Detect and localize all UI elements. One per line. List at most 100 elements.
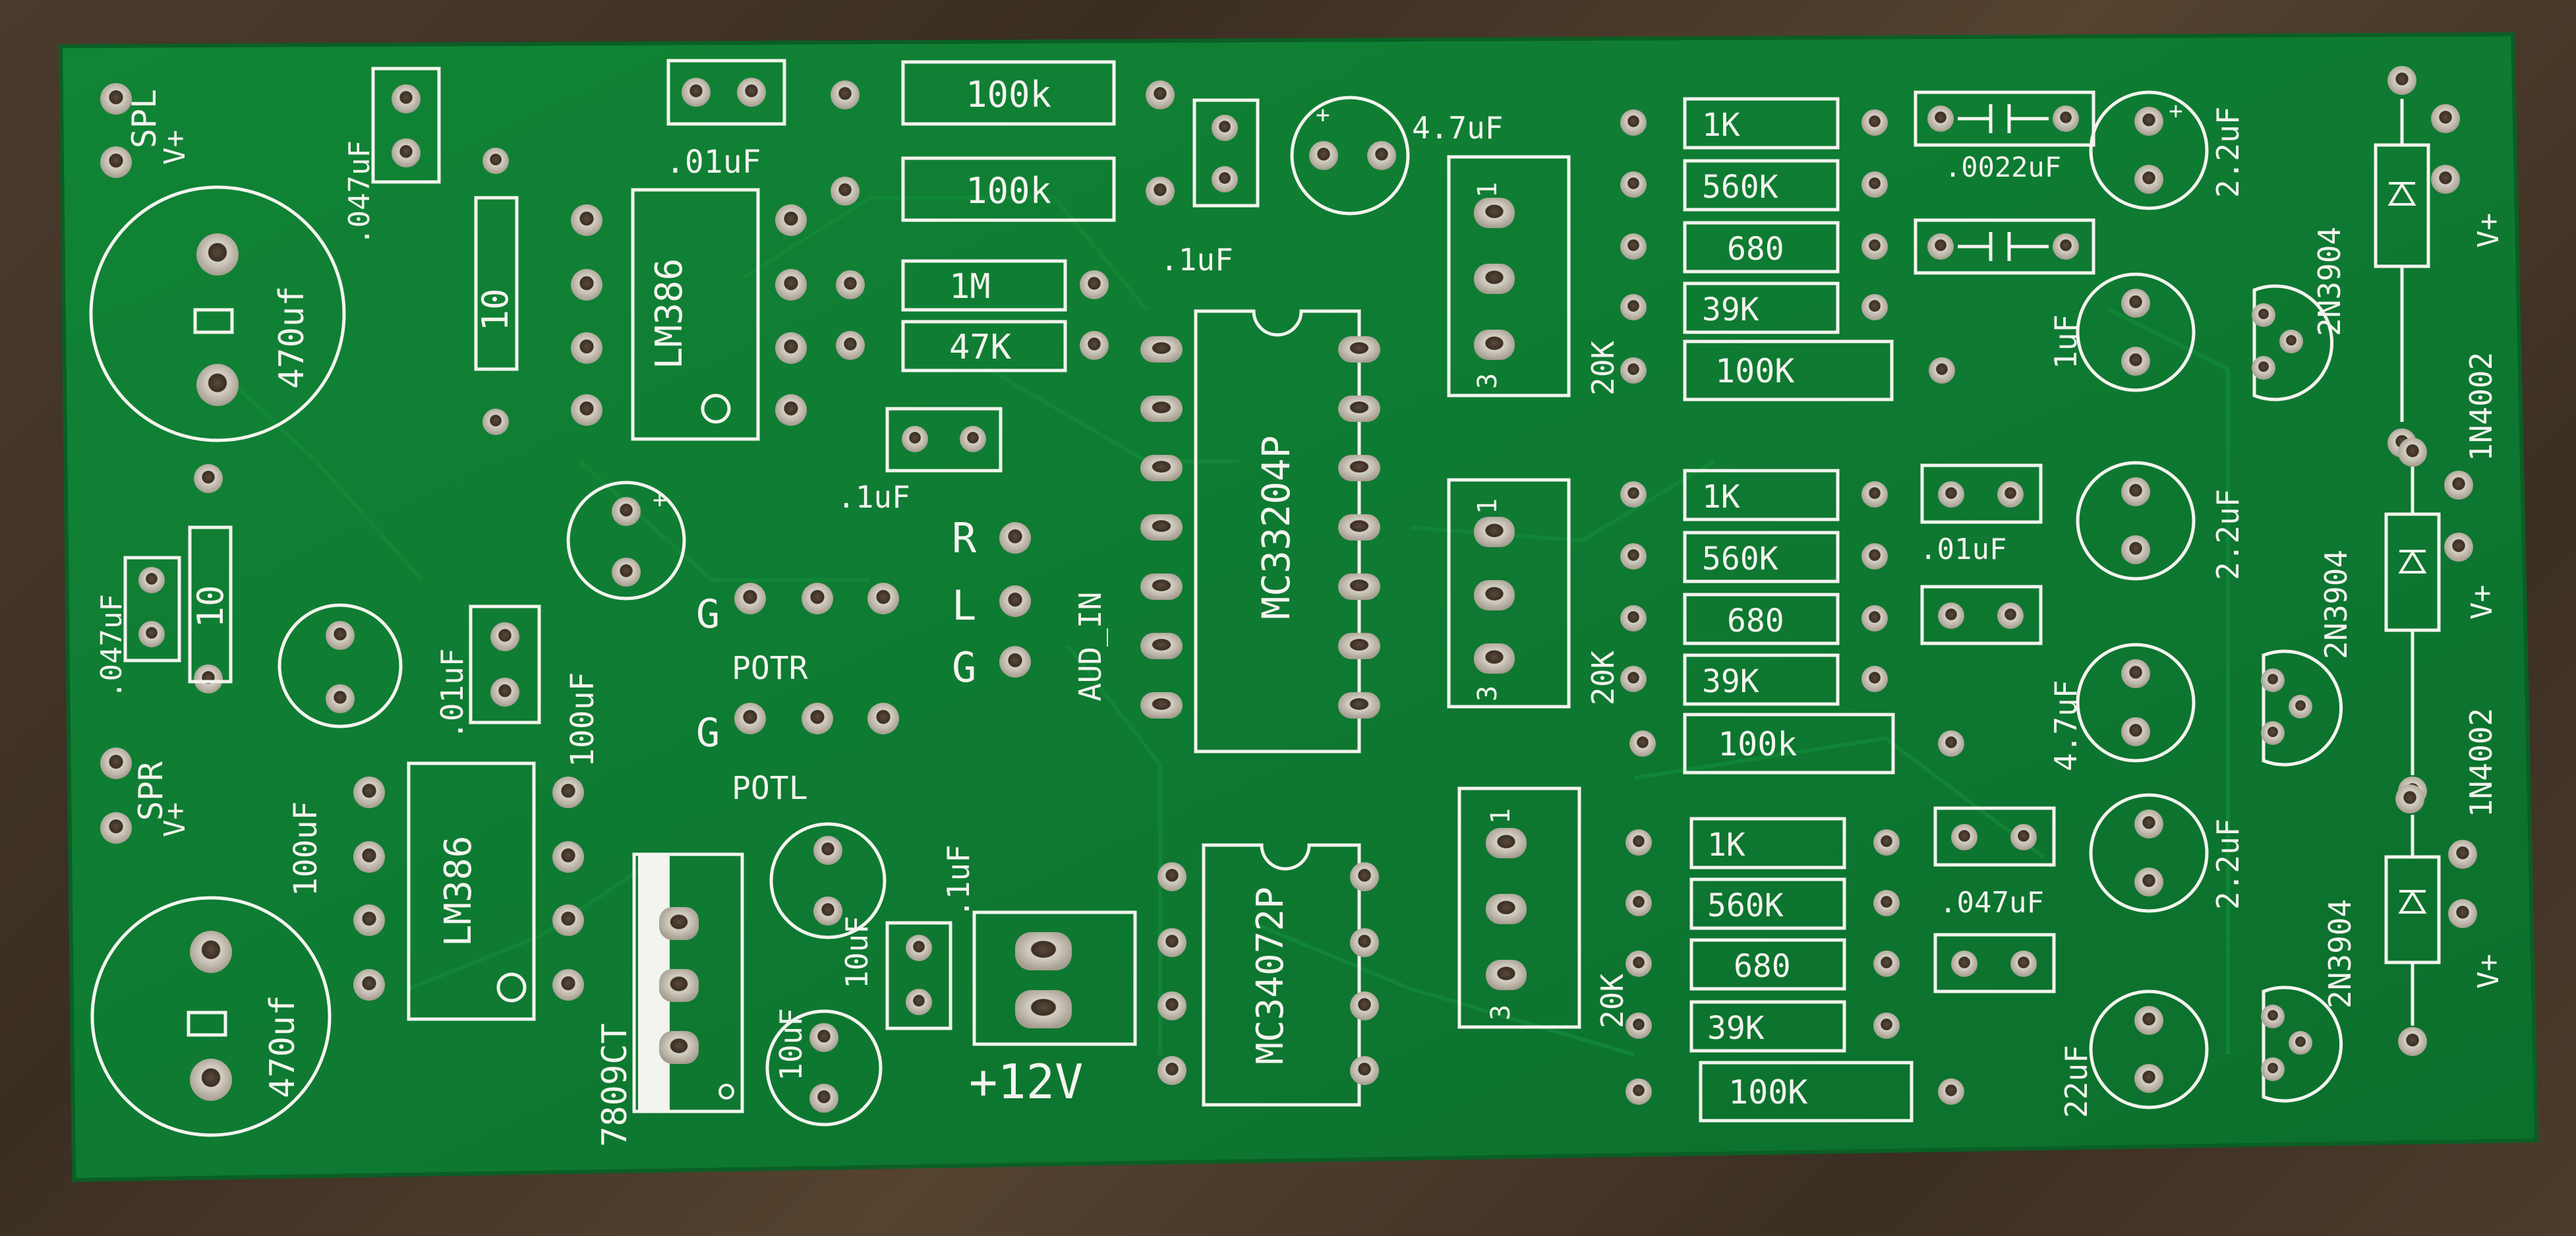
resistor-10-top-label: 10	[475, 288, 516, 331]
audio-in-connector: R L G AUD_IN	[952, 514, 1108, 701]
trimpot-2-pin1: 1	[1473, 498, 1503, 514]
cap-47-right-label: 4.7uF	[2048, 680, 2084, 771]
resistor-47k-label: 47K	[949, 328, 1012, 367]
diode-3	[2384, 784, 2441, 1056]
vplus-connector-1: V+	[2431, 104, 2505, 248]
resistor-1m-label: 1M	[949, 267, 991, 307]
resistor-10-top: 10	[474, 148, 519, 435]
resistor-10-left: 10	[188, 464, 233, 693]
cap-01-top: .01uF	[666, 59, 786, 181]
mc33204p-left-pins	[1140, 336, 1183, 719]
cap-01-top-label: .01uF	[666, 144, 761, 181]
cap-22uf-label: 22uF	[2059, 1045, 2094, 1118]
bank3-560k-label: 560K	[1707, 887, 1784, 924]
bank2-39k-label: 39K	[1702, 663, 1759, 700]
transistor-1: 2N3904	[2252, 227, 2347, 401]
copper-traces	[216, 196, 2230, 1057]
lm386-bottom-label: LM386	[437, 836, 480, 947]
mc33204p-label: MC33204P	[1254, 435, 1299, 619]
cap-47-top: + 4.7uF	[1290, 96, 1503, 216]
mc34072p-label: MC34072P	[1249, 887, 1292, 1065]
spr-vplus-label: V+	[158, 802, 192, 837]
bank2-1k-label: 1K	[1702, 479, 1740, 515]
trimpot-1-label: 20K	[1585, 341, 1621, 396]
cap-100-left-label: 100uF	[287, 802, 324, 897]
transistor-3: 2N3904	[2261, 899, 2358, 1103]
potr-g-label: G	[696, 591, 720, 637]
trimpot-2-label: 20K	[1585, 651, 1621, 705]
cap-0022-label: .0022uF	[1945, 151, 2061, 183]
trimpot-3-pin3: 3	[1486, 1005, 1516, 1020]
diode-1-label: 1N4002	[2463, 352, 2499, 461]
resistor-100k-1: 100k	[831, 60, 1175, 126]
cap-47-top-label: 4.7uF	[1412, 110, 1503, 146]
cap-film-mid	[1920, 585, 2043, 645]
trimpot-3-pin1: 1	[1486, 808, 1516, 824]
bank1-100k-label: 100K	[1715, 352, 1794, 390]
bank3-100k-label: 100K	[1728, 1073, 1807, 1111]
cap-22uf: 22uF	[2059, 989, 2209, 1118]
resistor-1m: 1M	[836, 259, 1109, 312]
vplus-2-label: V+	[2465, 585, 2499, 620]
power-terminal: +12V	[969, 910, 1137, 1109]
lm386-top: LM386	[571, 188, 807, 441]
potl-connector: G POTL	[696, 703, 899, 807]
svg-text:+: +	[1316, 102, 1330, 129]
spl-connector: SPL V+	[100, 83, 192, 178]
cap-film-low	[1933, 933, 2056, 993]
bank2-100k-label: 100k	[1718, 725, 1797, 763]
cap-22-mid: 2.2uF	[2076, 461, 2246, 581]
lm386-top-label: LM386	[648, 258, 691, 370]
vplus-connector-2: V+	[2444, 471, 2499, 620]
spr-connector: SPR V+	[100, 748, 192, 844]
cap-047-top-label: .047uF	[343, 140, 376, 245]
cap-22-top-label: 2.2uF	[2210, 107, 2246, 198]
spl-vplus-label: V+	[158, 130, 192, 165]
cap-470-bottom-label: 470uf	[263, 995, 303, 1098]
trimpot-2: 1 3 20K	[1447, 478, 1621, 709]
diode-2: 1N4002	[2384, 438, 2499, 817]
cap-047-left: .047uF	[95, 556, 181, 699]
cap-01-right-label: .01uF	[1919, 533, 2006, 566]
svg-text:+: +	[2169, 98, 2183, 125]
aud-r-label: R	[952, 514, 977, 562]
bank2-560k-label: 560K	[1702, 541, 1778, 577]
cap-22-top: + 2.2uF	[2089, 90, 2246, 210]
cap-1-top: .1uF	[1160, 98, 1260, 278]
cap-10-lower: 10uF	[765, 1008, 883, 1127]
vplus-3-label: V+	[2472, 954, 2505, 989]
cap-22-low-label: 2.2uF	[2210, 819, 2246, 910]
resistor-47k: 47K	[836, 320, 1109, 372]
potr-connector: G POTR	[696, 583, 899, 687]
cap-10-upper-label: 10uF	[839, 916, 875, 989]
mc34072p-ic: MC34072P	[1157, 843, 1379, 1107]
cap-047-left-label: .047uF	[95, 594, 129, 699]
trimpot-3-label: 20K	[1595, 974, 1630, 1028]
spl-label: SPL	[125, 89, 163, 148]
aud-l-label: L	[952, 581, 976, 630]
cap-22-mid-label: 2.2uF	[2210, 489, 2246, 580]
cap-470-bottom: 470uf	[90, 896, 332, 1137]
bank3-39k-label: 39K	[1707, 1010, 1765, 1047]
trimpot-3: 1 3 20K	[1457, 786, 1630, 1029]
bank1-39k-label: 39K	[1702, 291, 1759, 328]
cap-47-right: 4.7uF	[2048, 643, 2196, 771]
cap-01-right: .01uF	[1919, 463, 2043, 566]
cap-100-right-label: 100uF	[564, 672, 601, 768]
resistor-100k-2-label: 100k	[966, 170, 1051, 212]
resistor-bank-1: 1K 560K 680 39K 100K	[1620, 97, 1955, 401]
transistor-3-label: 2N3904	[2322, 899, 2358, 1009]
bank3-680-label: 680	[1734, 948, 1791, 985]
bank2-680-label: 680	[1727, 603, 1784, 639]
power-label: +12V	[969, 1054, 1083, 1109]
cap-01-left-label: .01uF	[434, 649, 470, 740]
aud-in-label: AUD_IN	[1072, 592, 1108, 701]
transistor-2: 2N3904	[2261, 550, 2354, 767]
cap-0022-b	[1914, 218, 2095, 275]
potr-label: POTR	[732, 650, 808, 687]
cap-100-left: 100uF	[278, 603, 403, 897]
trimpot-1-pin1: 1	[1473, 182, 1503, 198]
vplus-1-label: V+	[2472, 213, 2505, 248]
potl-g-label: G	[696, 710, 720, 756]
